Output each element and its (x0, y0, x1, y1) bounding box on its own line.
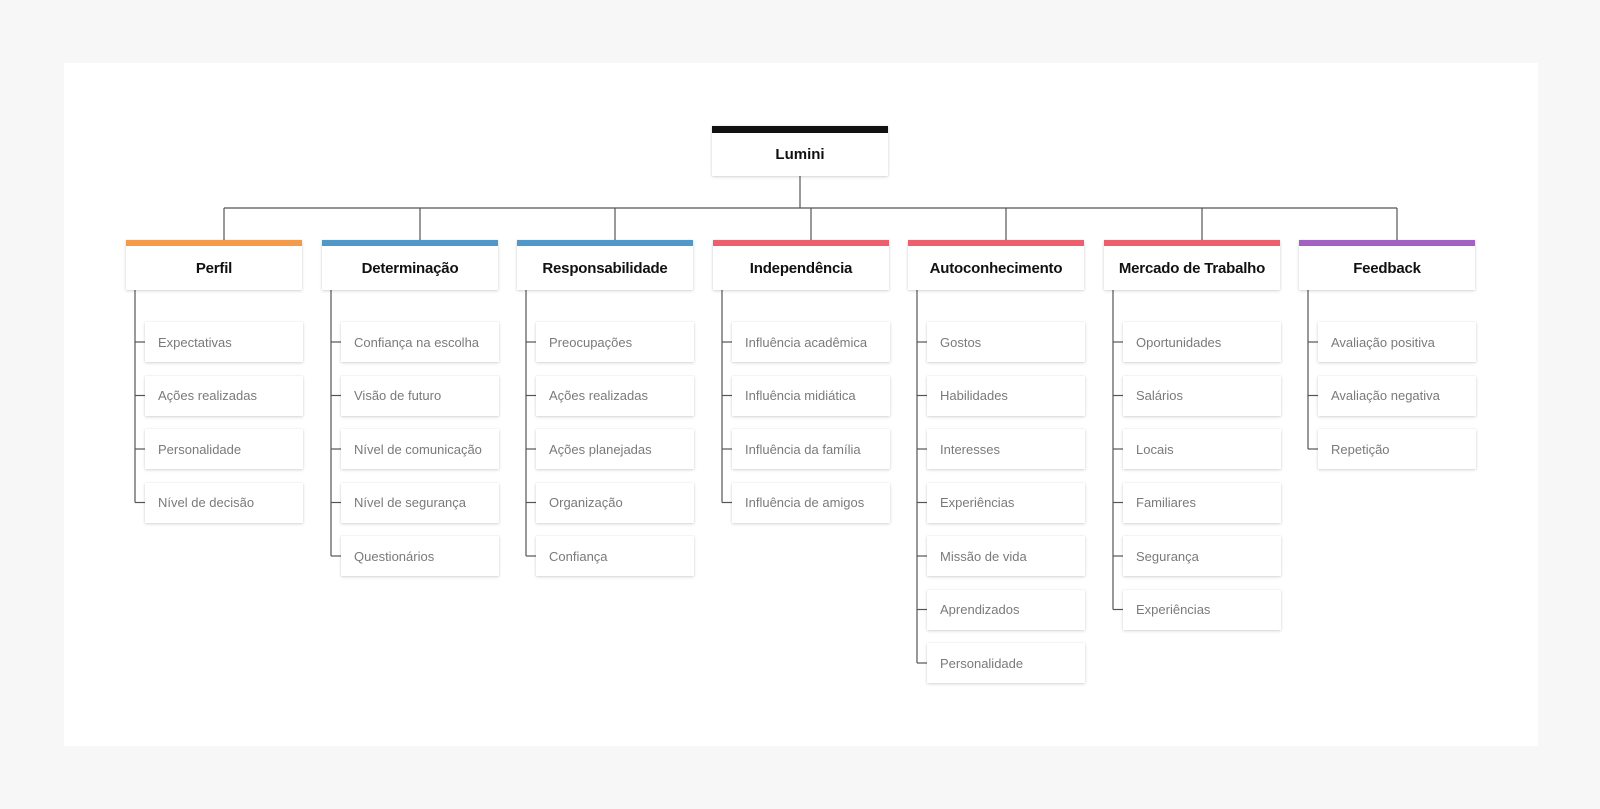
subtopic-label: Visão de futuro (354, 388, 442, 403)
subtopic-label: Habilidades (940, 388, 1008, 403)
subtopic-label: Avaliação positiva (1331, 334, 1435, 350)
subtopic-label: Influência midiática (745, 388, 856, 403)
subtopic-node[interactable]: Experiências (1123, 589, 1281, 630)
subtopic-node[interactable]: Preocupações (536, 322, 694, 362)
subtopic-label: Influência de amigos (745, 495, 865, 510)
subtopic-node[interactable]: Avaliação positiva (1318, 322, 1476, 362)
category-label: Determinação (361, 259, 459, 277)
subtopic-label: Influência acadêmica (745, 334, 868, 350)
subtopic-node[interactable]: Ações realizadas (145, 375, 303, 416)
subtopic-label: Nível de segurança (354, 495, 467, 510)
subtopic-node[interactable]: Missão de vida (927, 536, 1085, 576)
subtopic-node[interactable]: Influência da família (732, 429, 890, 469)
subtopic-label: Ações realizadas (549, 388, 648, 403)
subtopic-label: Questionários (354, 548, 435, 564)
subtopic-label: Organização (549, 495, 623, 510)
subtopic-node[interactable]: Nível de segurança (341, 482, 499, 523)
category-node[interactable]: Feedback (1299, 240, 1475, 290)
category-node[interactable]: Perfil (126, 240, 302, 290)
subtopic-label: Experiências (940, 495, 1015, 510)
subtopic-label: Ações planejadas (549, 441, 652, 457)
subtopic-node[interactable]: Influência de amigos (732, 482, 890, 523)
subtopic-node[interactable]: Organização (536, 482, 694, 523)
category-node[interactable]: Independência (713, 240, 889, 290)
subtopic-node[interactable]: Habilidades (927, 375, 1085, 416)
subtopic-label: Confiança na escolha (354, 334, 480, 350)
subtopic-node[interactable]: Locais (1123, 429, 1281, 469)
subtopic-label: Influência da família (745, 441, 861, 457)
category-node[interactable]: Determinação (322, 240, 498, 290)
subtopic-label: Confiança (549, 548, 608, 564)
subtopic-node[interactable]: Questionários (341, 536, 499, 576)
subtopic-label: Missão de vida (940, 548, 1027, 564)
category-label: Perfil (195, 259, 233, 277)
subtopic-label: Experiências (1136, 602, 1211, 617)
subtopic-node[interactable]: Visão de futuro (341, 375, 499, 416)
subtopic-node[interactable]: Segurança (1123, 536, 1281, 576)
category-label: Independência (749, 259, 853, 277)
subtopic-node[interactable]: Confiança na escolha (341, 322, 499, 362)
subtopic-label: Personalidade (940, 655, 1024, 671)
subtopic-node[interactable]: Influência midiática (732, 375, 890, 416)
subtopic-node[interactable]: Expectativas (145, 322, 303, 362)
subtopic-node[interactable]: Aprendizados (927, 589, 1085, 630)
subtopic-label: Nível de comunicação (354, 441, 482, 457)
subtopic-node[interactable]: Repetição (1318, 429, 1476, 469)
subtopic-node[interactable]: Oportunidades (1123, 322, 1281, 362)
subtopic-node[interactable]: Gostos (927, 322, 1085, 362)
subtopic-label: Oportunidades (1136, 334, 1222, 350)
subtopic-node[interactable]: Confiança (536, 536, 694, 576)
subtopic-node[interactable]: Personalidade (145, 429, 303, 469)
subtopic-node[interactable]: Personalidade (927, 643, 1085, 683)
subtopic-label: Avaliação negativa (1331, 388, 1440, 403)
subtopic-node[interactable]: Ações planejadas (536, 429, 694, 469)
subtopic-label: Repetição (1331, 441, 1390, 457)
category-label: Autoconhecimento (929, 259, 1063, 277)
category-label: Responsabilidade (542, 259, 668, 277)
category-node[interactable]: Autoconhecimento (908, 240, 1084, 290)
category-label: Feedback (1353, 259, 1421, 277)
subtopic-node[interactable]: Influência acadêmica (732, 322, 890, 362)
subtopic-node[interactable]: Nível de decisão (145, 482, 303, 523)
subtopic-label: Locais (1136, 441, 1174, 457)
subtopic-node[interactable]: Salários (1123, 375, 1281, 416)
subtopic-label: Familiares (1136, 495, 1196, 510)
root-label: Lumini (775, 146, 825, 163)
subtopic-label: Salários (1136, 388, 1183, 403)
category-label: Mercado de Trabalho (1118, 259, 1266, 277)
subtopic-node[interactable]: Nível de comunicação (341, 429, 499, 469)
subtopic-node[interactable]: Avaliação negativa (1318, 375, 1476, 416)
subtopic-node[interactable]: Interesses (927, 429, 1085, 469)
subtopic-node[interactable]: Ações realizadas (536, 375, 694, 416)
category-node[interactable]: Responsabilidade (517, 240, 693, 290)
subtopic-label: Ações realizadas (158, 388, 257, 403)
subtopic-node[interactable]: Familiares (1123, 482, 1281, 523)
subtopic-label: Interesses (940, 441, 1000, 457)
subtopic-label: Segurança (1136, 548, 1199, 564)
subtopic-label: Personalidade (158, 441, 242, 457)
subtopic-node[interactable]: Experiências (927, 482, 1085, 523)
subtopic-label: Preocupações (549, 334, 633, 350)
subtopic-label: Gostos (940, 334, 982, 350)
subtopic-label: Nível de decisão (158, 495, 255, 510)
category-node[interactable]: Mercado de Trabalho (1104, 240, 1280, 290)
subtopic-label: Aprendizados (940, 602, 1020, 617)
root-node[interactable]: Lumini (712, 126, 888, 176)
subtopic-label: Expectativas (158, 334, 232, 350)
